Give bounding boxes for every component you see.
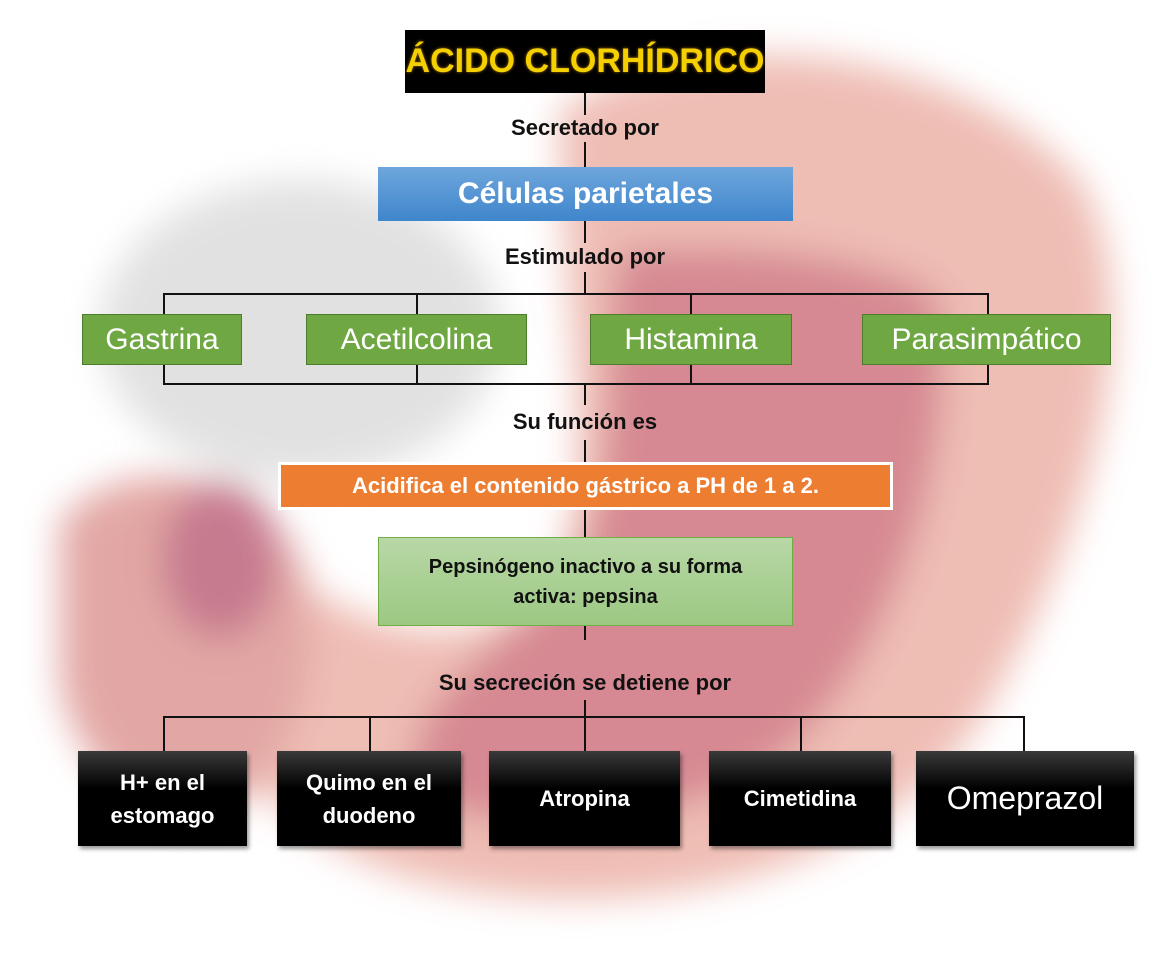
stimulant-acetilcolina: Acetilcolina [306,314,527,365]
connector-line [584,700,586,751]
connector-line [584,221,586,243]
inhibitor-atropina: Atropina [489,751,680,846]
connector-line [584,383,586,405]
connector-line [584,272,586,294]
connector-line [369,716,371,751]
function-secondary-box: Pepsinógeno inactivo a su forma activa: … [378,537,793,626]
connector-line [163,716,1025,718]
connector-line [163,383,989,385]
parietal-cells-box: Células parietales [378,167,793,221]
stimulant-histamina: Histamina [590,314,792,365]
connector-line [584,142,586,167]
inhibitor-cimetidina: Cimetidina [709,751,891,846]
inhibitor-quimo: Quimo en el duodeno [277,751,461,846]
link-secreted-label: Secretado por [511,115,659,140]
link-inhibited-label: Su secreción se detiene por [438,670,732,695]
inhibitor-h-plus: H+ en el estomago [78,751,247,846]
title-box: ÁCIDO CLORHÍDRICO [405,30,765,93]
stimulant-parasimpatico: Parasimpático [862,314,1111,365]
connector-line [800,716,802,751]
inhibitor-omeprazol: Omeprazol [916,751,1134,846]
connector-line [163,716,165,751]
function-main-box: Acidifica el contenido gástrico a PH de … [278,462,893,510]
link-stimulated-label: Estimulado por [504,244,666,269]
connector-line [584,93,586,115]
connector-line [1023,716,1025,751]
stimulant-gastrina: Gastrina [82,314,242,365]
connector-line [163,293,989,295]
link-function-label: Su función es [512,409,658,434]
